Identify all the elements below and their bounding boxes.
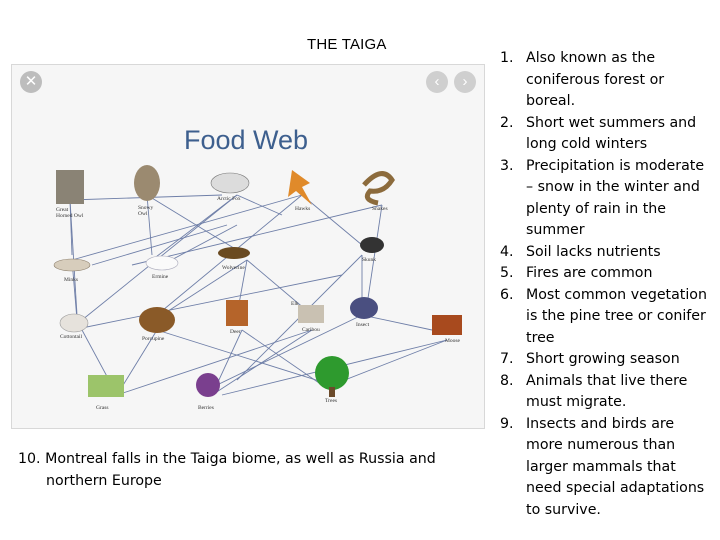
list-item: 7.Short growing season [500, 351, 680, 367]
label-moose: Moose [445, 338, 460, 344]
label-hawks: Hawks [295, 206, 311, 212]
previous-icon[interactable]: ‹ [426, 71, 448, 93]
page-title: THE TAIGA [307, 36, 387, 53]
label-skunk: Skunk [362, 257, 377, 263]
label-deer: Deer [230, 329, 241, 335]
label-owl: Great Horned Owl [56, 207, 84, 219]
list-item: 4.Soil lacks nutrients [500, 243, 661, 260]
label-minks: Minks [64, 277, 79, 283]
label-berries: Berries [198, 405, 214, 411]
label-arctic-fox: Arctic Fox [217, 196, 241, 202]
label-elk: Elk [291, 301, 299, 307]
list-item: 3.Precipitation is moderate – snow in th… [500, 157, 705, 239]
label-snakes: Snakes [372, 206, 388, 212]
owl-picture [56, 170, 84, 204]
food-web-image: ✕ ‹ › Food Web Great Horned Owl Snowy Ow… [11, 64, 485, 429]
list-item: 8.Animals that live there must migrate. [500, 372, 688, 411]
skunk-picture [360, 237, 384, 253]
wolverine-picture [218, 247, 250, 259]
list-item: 1.Also known as the coniferous forest or… [500, 50, 665, 109]
label-grass: Grass [96, 405, 109, 411]
label-porcupine: Porcupine [142, 336, 165, 342]
label-ermine: Ermine [152, 274, 169, 280]
food-web-arrows [69, 194, 448, 396]
next-icon[interactable]: › [454, 71, 476, 93]
food-web-heading: Food Web [184, 125, 309, 155]
label-insect: Insect [356, 322, 370, 328]
porcupine-picture [139, 307, 175, 333]
food-web-diagram [53, 165, 462, 397]
cottontail-picture [59, 313, 89, 333]
label-caribou: Caribou [302, 327, 320, 333]
list-item: 6.Most common vegetation is the pine tre… [500, 286, 707, 346]
list-item: 2.Short wet summers and long cold winter… [500, 114, 697, 153]
berries-picture [196, 373, 220, 397]
snowy-owl-picture [134, 165, 160, 201]
arctic-fox-picture [210, 172, 250, 194]
deer-picture [226, 300, 248, 326]
snake-picture [362, 171, 395, 206]
close-icon[interactable]: ✕ [20, 71, 42, 93]
label-snowy-owl: Snowy Owl [138, 205, 154, 217]
trees-picture [315, 356, 349, 390]
facts-list: 1.Also known as the coniferous forest or… [500, 48, 712, 521]
list-item: 5.Fires are common [500, 265, 653, 281]
moose-picture [432, 315, 462, 335]
label-wolverine: Wolverine [222, 265, 245, 271]
insect-picture [350, 297, 378, 319]
label-cottontail: Cottontail [60, 334, 82, 340]
montreal-note: 10. Montreal falls in the Taiga biome, a… [18, 451, 436, 489]
ermine-picture [145, 255, 179, 271]
caribou-picture [298, 305, 324, 323]
hawk-picture [288, 170, 312, 205]
grass-picture [88, 375, 124, 397]
list-item: 9.Insects and birds are more numerous th… [500, 415, 705, 518]
label-trees: Trees [325, 398, 338, 404]
mink-picture [53, 258, 91, 272]
